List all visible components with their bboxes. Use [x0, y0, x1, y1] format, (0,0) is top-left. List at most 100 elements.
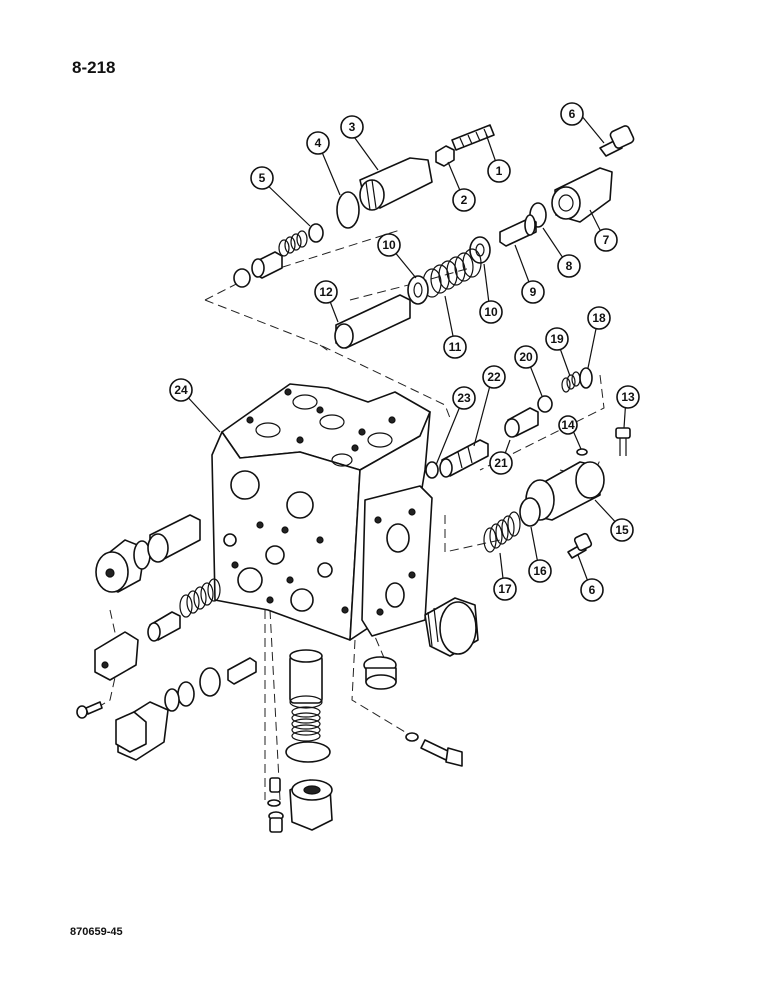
callout-label: 12 [319, 285, 333, 299]
spring-bottom [291, 706, 321, 742]
callout-1: 1 [487, 159, 511, 183]
nut-2 [435, 145, 455, 167]
callout-label: 5 [259, 171, 266, 185]
pin-left [227, 657, 257, 685]
top-parts [233, 124, 635, 349]
plug-bottom [289, 779, 333, 831]
callout-23: 23 [452, 386, 476, 410]
o-ring-left-4 [164, 688, 180, 712]
callout-13: 13 [616, 385, 640, 409]
spring-seat-10-left [407, 275, 429, 305]
callout-label: 6 [589, 583, 596, 597]
callout-label: 10 [382, 238, 396, 252]
callout-label: 14 [561, 418, 575, 432]
callout-label: 10 [484, 305, 498, 319]
valve-body [211, 383, 433, 641]
seal-plug [363, 656, 397, 690]
plug-3 [359, 157, 433, 211]
small-screw-left [76, 701, 103, 719]
callout-label: 8 [566, 259, 573, 273]
screw-bottom [268, 811, 284, 833]
callout-4: 4 [306, 131, 330, 155]
small-poppet-left [147, 611, 181, 642]
callout-label: 17 [498, 582, 512, 596]
o-ring-left-2 [199, 667, 221, 697]
housing-7 [551, 167, 613, 223]
callout-14: 14 [558, 415, 578, 435]
screw-13 [615, 427, 631, 456]
plug-right [424, 597, 479, 657]
callout-6-lower: 6 [580, 578, 604, 602]
washer [233, 268, 251, 288]
callout-15: 15 [610, 518, 634, 542]
block-left [94, 631, 139, 681]
callout-18: 18 [587, 306, 611, 330]
callout-label: 19 [550, 332, 564, 346]
plunger-21 [504, 407, 539, 438]
left-parts [76, 514, 257, 761]
callout-label: 9 [530, 285, 537, 299]
callout-17: 17 [493, 577, 517, 601]
ball-20 [537, 395, 553, 413]
o-ring-left-3 [177, 681, 195, 707]
washer-lower [405, 732, 419, 742]
small-plug-bottom [269, 777, 281, 793]
washer-18 [579, 367, 593, 389]
callout-5: 5 [250, 166, 274, 190]
page-number: 8-218 [72, 58, 116, 77]
callout-label: 13 [621, 390, 635, 404]
small-spring [278, 230, 308, 257]
spring-seat-10-right [469, 236, 491, 264]
callout-label: 16 [533, 564, 547, 578]
spring-19 [561, 371, 581, 393]
callout-3: 3 [340, 115, 364, 139]
ring-23 [425, 461, 439, 479]
o-ring-4 [336, 191, 360, 229]
spring-17 [483, 511, 521, 553]
callout-label: 15 [615, 523, 629, 537]
bottom-parts [267, 597, 479, 833]
spool-22 [439, 439, 489, 478]
callout-7: 7 [594, 228, 618, 252]
poppet-left [147, 514, 201, 563]
callout-11: 11 [443, 335, 467, 359]
cap-screw-6-lower [567, 532, 593, 559]
washer-14 [576, 448, 588, 456]
callout-19: 19 [545, 327, 569, 351]
callout-20: 20 [514, 345, 538, 369]
callout-label: 2 [461, 193, 468, 207]
callout-label: 6 [569, 107, 576, 121]
callouts: 1 2 3 4 5 6 7 8 9 10 10 11 12 13 14 15 1… [169, 102, 640, 602]
callout-label: 4 [315, 136, 322, 150]
callout-label: 21 [494, 456, 508, 470]
callout-label: 11 [449, 340, 462, 354]
callout-label: 24 [174, 383, 188, 397]
set-screw-1 [451, 124, 495, 151]
callout-2: 2 [452, 188, 476, 212]
sleeve [289, 649, 323, 709]
ring-5 [308, 223, 324, 243]
callout-8: 8 [557, 254, 581, 278]
callout-6-top: 6 [560, 102, 584, 126]
spool-12 [334, 294, 411, 349]
callout-label: 20 [519, 350, 533, 364]
callout-9: 9 [521, 280, 545, 304]
o-ring-16 [519, 497, 541, 527]
spring-left [179, 578, 221, 618]
figure-code: 870659-45 [70, 926, 123, 938]
callout-label: 22 [487, 370, 501, 384]
cap-screw-6-top [599, 125, 635, 157]
callout-10-left: 10 [377, 233, 401, 257]
callout-21: 21 [489, 451, 513, 475]
callout-10-right: 10 [479, 300, 503, 324]
callout-label: 3 [349, 120, 356, 134]
o-ring-bottom [285, 741, 331, 763]
callout-label: 18 [592, 311, 606, 325]
assembly-lines [89, 229, 605, 801]
callout-16: 16 [528, 559, 552, 583]
washer-bottom [267, 799, 281, 807]
callout-label: 1 [496, 164, 503, 178]
piston-9 [499, 214, 537, 247]
callout-label: 23 [457, 391, 471, 405]
leader-lines [182, 114, 627, 588]
